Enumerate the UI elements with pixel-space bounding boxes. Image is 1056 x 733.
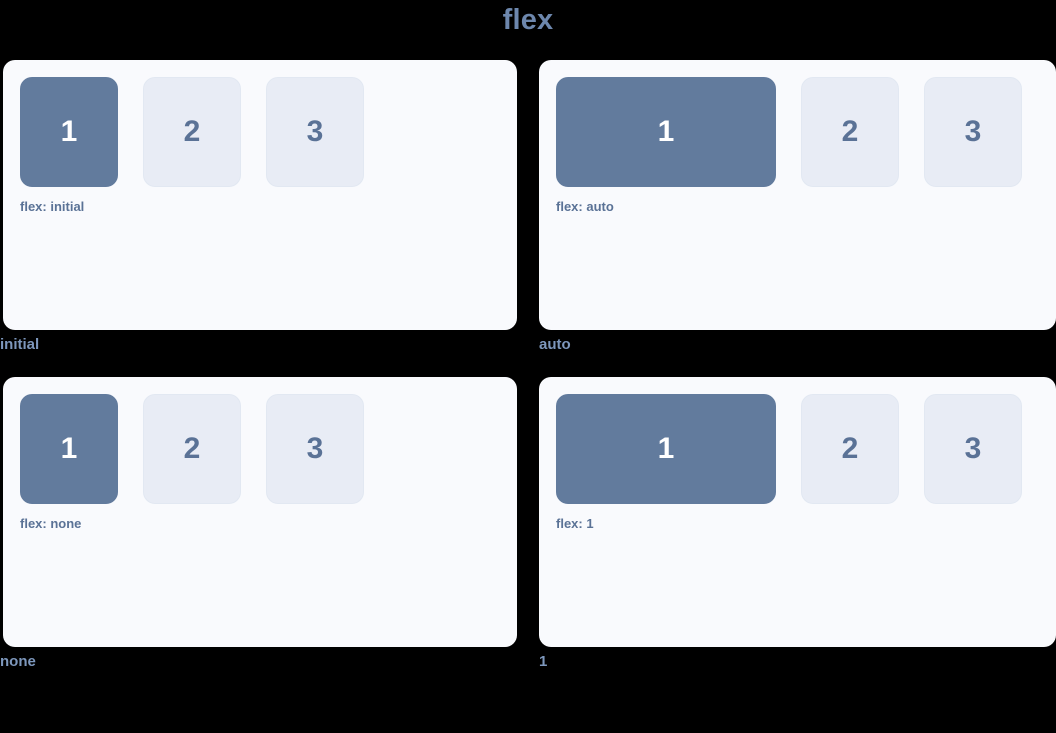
demo-cell-one: 1 2 3 flex: 1 1 bbox=[539, 377, 1056, 670]
demo-cell-auto: 1 2 3 flex: auto auto bbox=[539, 60, 1056, 353]
flex-item-3: 3 bbox=[924, 394, 1022, 504]
demo-caption-auto: auto bbox=[539, 336, 571, 353]
demo-panel-auto: 1 2 3 flex: auto bbox=[539, 60, 1056, 330]
flex-item-3: 3 bbox=[924, 77, 1022, 187]
flex-item-2: 2 bbox=[801, 394, 899, 504]
demo-panel-initial: 1 2 3 flex: initial bbox=[3, 60, 517, 330]
flex-item-1: 1 bbox=[20, 77, 118, 187]
demo-caption-none: none bbox=[0, 653, 36, 670]
flex-item-2: 2 bbox=[801, 77, 899, 187]
page-title: flex bbox=[502, 4, 554, 36]
demo-grid: 1 2 3 flex: initial initial 1 2 3 flex: … bbox=[0, 60, 1056, 670]
demo-panel-one: 1 2 3 flex: 1 bbox=[539, 377, 1056, 647]
flex-note-none: flex: none bbox=[20, 516, 82, 531]
flex-note-one: flex: 1 bbox=[556, 516, 594, 531]
flex-item-3: 3 bbox=[266, 394, 364, 504]
flex-container-none: 1 2 3 bbox=[20, 394, 500, 504]
flex-note-initial: flex: initial bbox=[20, 199, 85, 214]
flex-item-3: 3 bbox=[266, 77, 364, 187]
demo-caption-initial: initial bbox=[0, 336, 40, 353]
flex-item-1: 1 bbox=[556, 394, 776, 504]
flex-container-auto: 1 2 3 bbox=[556, 77, 1039, 187]
flex-item-1: 1 bbox=[20, 394, 118, 504]
flex-item-2: 2 bbox=[143, 77, 241, 187]
flex-item-1: 1 bbox=[556, 77, 776, 187]
demo-cell-none: 1 2 3 flex: none none bbox=[0, 377, 517, 670]
demo-cell-initial: 1 2 3 flex: initial initial bbox=[0, 60, 517, 353]
flex-item-2: 2 bbox=[143, 394, 241, 504]
demo-caption-one: 1 bbox=[539, 653, 548, 670]
demo-panel-none: 1 2 3 flex: none bbox=[3, 377, 517, 647]
flex-container-one: 1 2 3 bbox=[556, 394, 1039, 504]
flex-note-auto: flex: auto bbox=[556, 199, 614, 214]
flex-container-initial: 1 2 3 bbox=[20, 77, 500, 187]
